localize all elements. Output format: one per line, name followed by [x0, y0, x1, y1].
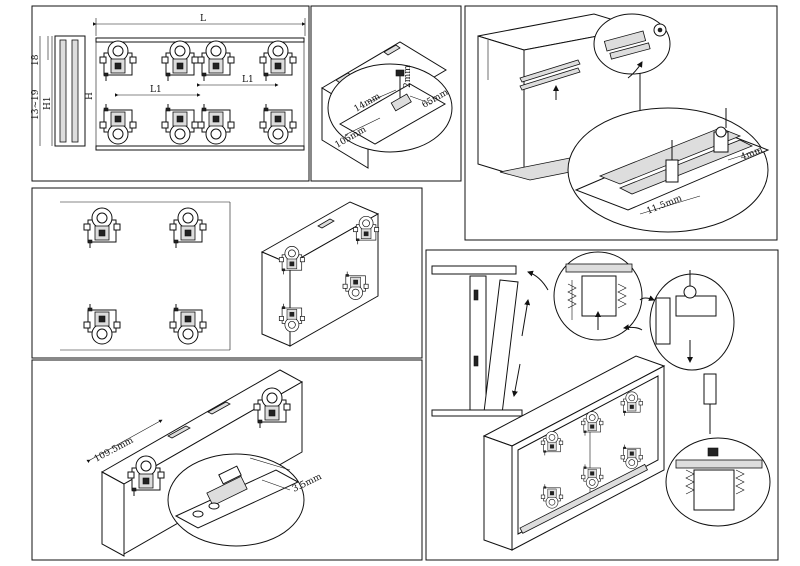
dim-spacing-l1-right: L1 — [242, 75, 254, 85]
dim-spacing-l1-left: L1 — [150, 85, 162, 95]
dim-2mm: 2mm — [403, 65, 413, 88]
dim-overall-length: L — [200, 14, 206, 24]
dim-height-inner-h1: H1 — [43, 96, 53, 110]
dim-top-18: 18 — [31, 54, 41, 66]
panel-1-dimension-view: L 18 13~19 H1 H L1 L1 — [31, 14, 306, 151]
panel-4-frame — [31, 187, 423, 359]
dim-height-h: H — [85, 92, 95, 100]
panel-1-frame — [31, 5, 310, 182]
panel-2-drilling-detail: 14mm 2mm 65mm 105mm — [321, 41, 453, 169]
panel-6-installation-sequence — [431, 251, 771, 551]
panel-5-position-detail: 109.5mm 3.5mm — [86, 369, 324, 557]
panel-4-roller-mounting — [60, 201, 380, 351]
panel-3-top-track: 11.5mm 4mm — [477, 13, 770, 233]
panel-3-frame — [464, 5, 778, 241]
panel-6-frame — [425, 249, 779, 561]
panel-2-frame — [310, 5, 462, 182]
dim-recess-3-5mm: 3.5mm — [291, 472, 324, 495]
dim-range-13-19: 13~19 — [31, 89, 41, 120]
panel-5-frame — [31, 359, 423, 561]
